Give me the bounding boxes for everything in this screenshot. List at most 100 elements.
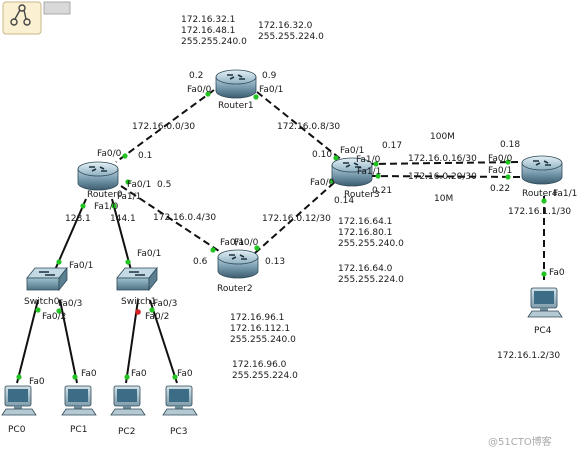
router-icon[interactable]: [77, 161, 119, 191]
address-line: 255.255.240.0: [181, 37, 247, 47]
link-r0-s0: [54, 198, 87, 271]
link-r3-r4-b: [369, 175, 521, 178]
switch-icon[interactable]: [26, 266, 68, 292]
router0-label: Router0: [87, 190, 123, 200]
port-marker: [80, 203, 86, 209]
address-line: 172.16.96.0: [232, 360, 287, 370]
address-line: 172.16.32.1: [181, 15, 236, 25]
host-label: 0.6: [193, 257, 208, 267]
port-marker: [505, 174, 511, 180]
address-line: 172.16.96.1: [230, 313, 285, 323]
host-label: 0.2: [189, 71, 204, 81]
interface-label: Fa0/0: [97, 149, 122, 159]
interface-label: Fa0: [131, 369, 147, 379]
link-s0-pc1: [59, 299, 78, 384]
switch0-label: Switch0: [24, 297, 60, 307]
port-marker: [541, 271, 547, 277]
pc0-label: PC0: [8, 425, 26, 435]
link-r3-r4-a: [367, 161, 521, 165]
link-s1-pc3: [149, 299, 178, 384]
address-block-mid-a: 172.16.64.1 172.16.80.1 255.255.240.0: [338, 217, 404, 250]
pc-icon[interactable]: [110, 385, 146, 416]
pc1-label: PC1: [70, 425, 88, 435]
link-speed-label: 10M: [434, 194, 454, 204]
interface-label: Fa0/2: [42, 312, 67, 322]
router-icon[interactable]: [521, 155, 563, 185]
address-line: 255.255.240.0: [338, 239, 404, 249]
share-icon[interactable]: [2, 1, 71, 35]
host-label: 0.10: [312, 150, 333, 160]
host-label: 0.18: [500, 140, 521, 150]
port-marker: [505, 159, 511, 165]
router-icon[interactable]: [217, 249, 259, 279]
port-marker: [111, 203, 117, 209]
host-label: 144.1: [110, 214, 136, 224]
interface-label: Fa0/3: [153, 299, 178, 309]
host-label: 0.14: [334, 196, 355, 206]
link-r2-r3: [254, 180, 337, 254]
address-line: 172.16.64.1: [338, 217, 393, 227]
pc-icon[interactable]: [162, 385, 198, 416]
network-label: 172.16.0.12/30: [262, 214, 331, 224]
network-label: 172.16.1.2/30: [497, 351, 561, 361]
router3-label: Router3: [344, 190, 380, 200]
port-marker: [254, 245, 260, 251]
interface-label: Fa0/2: [145, 312, 170, 322]
link-r1-r3: [256, 91, 344, 162]
port-marker: [125, 259, 131, 265]
port-marker: [541, 198, 547, 204]
interface-label: Fa0/0: [234, 238, 259, 248]
pc2-label: PC2: [118, 427, 136, 437]
port-marker: [375, 173, 381, 179]
interface-label: Fa1/1: [553, 189, 578, 199]
watermark: @51CTO博客: [488, 437, 552, 448]
interface-label: Fa1/0: [94, 202, 119, 212]
address-line: 172.16.64.0: [338, 264, 393, 274]
interface-label: Fa0/1: [340, 146, 365, 156]
host-label: 128.1: [65, 214, 91, 224]
interface-label: Fa0/1: [488, 166, 513, 176]
switch-icon[interactable]: [116, 266, 158, 292]
pc-icon[interactable]: [527, 287, 563, 318]
pc-icon[interactable]: [1, 385, 37, 416]
port-marker: [56, 259, 62, 265]
host-label: 0.5: [157, 180, 172, 190]
address-line: 172.16.112.1: [230, 324, 291, 334]
port-marker: [125, 179, 131, 185]
link-s0-pc0: [16, 299, 39, 384]
interface-label: Fa0/1: [69, 261, 94, 271]
host-label: 0.1: [138, 151, 153, 161]
interface-label: Fa0: [81, 369, 97, 379]
interface-label: Fa0: [549, 268, 565, 278]
router-icon[interactable]: [331, 157, 373, 187]
port-marker: [253, 94, 259, 100]
interface-label: Fa0: [177, 369, 193, 379]
port-marker: [16, 374, 22, 380]
network-label: 172.16.0.8/30: [277, 122, 341, 132]
network-label: 172.16.0.16/30: [408, 154, 477, 164]
network-label: 172.16.1.1/30: [508, 207, 572, 217]
interface-label: Fa0/0: [488, 154, 513, 164]
address-line: 172.16.32.0: [258, 21, 313, 31]
network-label: 172.16.0.20/30: [408, 172, 477, 182]
port-marker: [373, 161, 379, 167]
link-speed-label: 100M: [430, 132, 455, 142]
interface-label: Fa1/1: [357, 167, 382, 177]
port-marker: [122, 153, 128, 159]
pc-icon[interactable]: [61, 385, 97, 416]
interface-label: Fa0/1: [137, 249, 162, 259]
port-marker: [333, 155, 339, 161]
host-label: 0.9: [262, 71, 277, 81]
port-marker: [149, 307, 155, 313]
router-icon[interactable]: [215, 69, 257, 99]
address-block-bottom-b: 172.16.96.0 255.255.224.0: [232, 360, 298, 382]
network-label: 172.16.0.0/30: [132, 122, 196, 132]
interface-label: Fa0/1: [127, 180, 152, 190]
interface-label: Fa0/0: [310, 178, 335, 188]
link-r1-r0: [115, 89, 215, 163]
interface-label: Fa1/1: [117, 192, 142, 202]
port-marker: [210, 247, 216, 253]
port-marker: [124, 374, 130, 380]
router2-label: Router2: [217, 284, 253, 294]
